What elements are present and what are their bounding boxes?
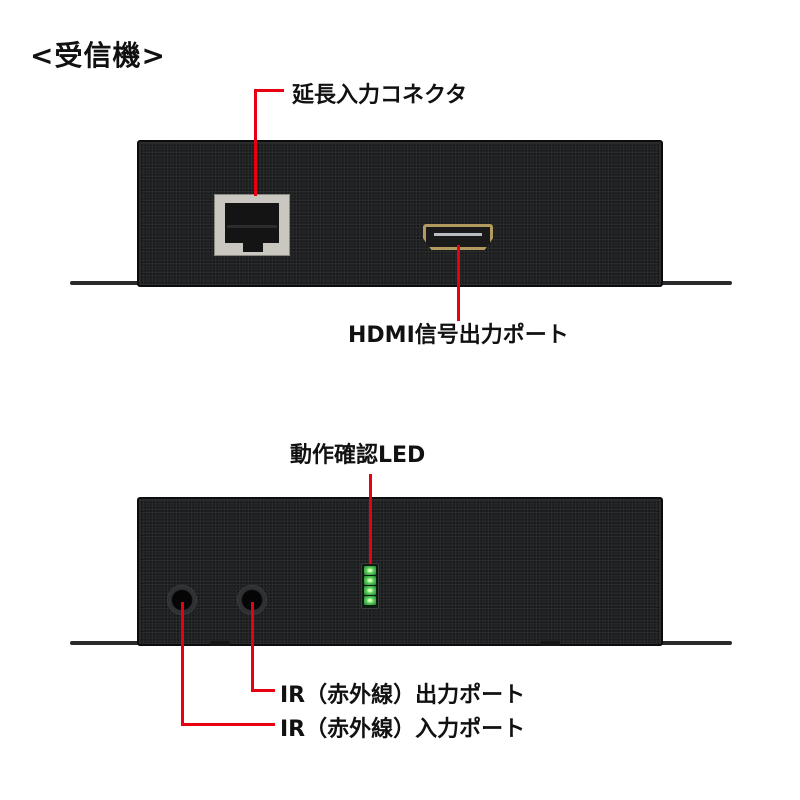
callout-line-ir-input	[181, 602, 184, 726]
right-mounting-flange	[660, 641, 732, 645]
status-led-icon	[361, 563, 379, 609]
callout-line-status-led	[369, 474, 372, 564]
callout-line-ir-output	[251, 602, 254, 692]
callout-line-ir-input-h	[181, 723, 275, 726]
rj45-port-icon	[214, 194, 290, 256]
callout-line-extension-input	[254, 89, 257, 196]
label-extension-input: 延長入力コネクタ	[292, 83, 468, 108]
rear-panel-body	[137, 497, 663, 646]
label-status-led: 動作確認LED	[290, 443, 426, 468]
callout-line-hdmi-output	[457, 245, 460, 321]
callout-line-ir-output-h	[251, 689, 275, 692]
label-ir-input: IR（赤外線）入力ポート	[280, 717, 526, 742]
page-title: <受信機>	[30, 39, 166, 72]
right-mounting-flange	[660, 281, 732, 285]
label-hdmi-output: HDMI信号出力ポート	[348, 323, 569, 348]
left-mounting-flange	[70, 641, 142, 645]
bottom-tab	[540, 641, 560, 646]
bottom-tab	[210, 641, 230, 646]
led-2	[364, 576, 376, 585]
led-3	[364, 586, 376, 595]
label-ir-output: IR（赤外線）出力ポート	[280, 683, 526, 708]
led-4	[364, 596, 376, 605]
callout-line-extension-input-h	[254, 89, 284, 92]
led-1	[364, 566, 376, 575]
left-mounting-flange	[70, 281, 142, 285]
